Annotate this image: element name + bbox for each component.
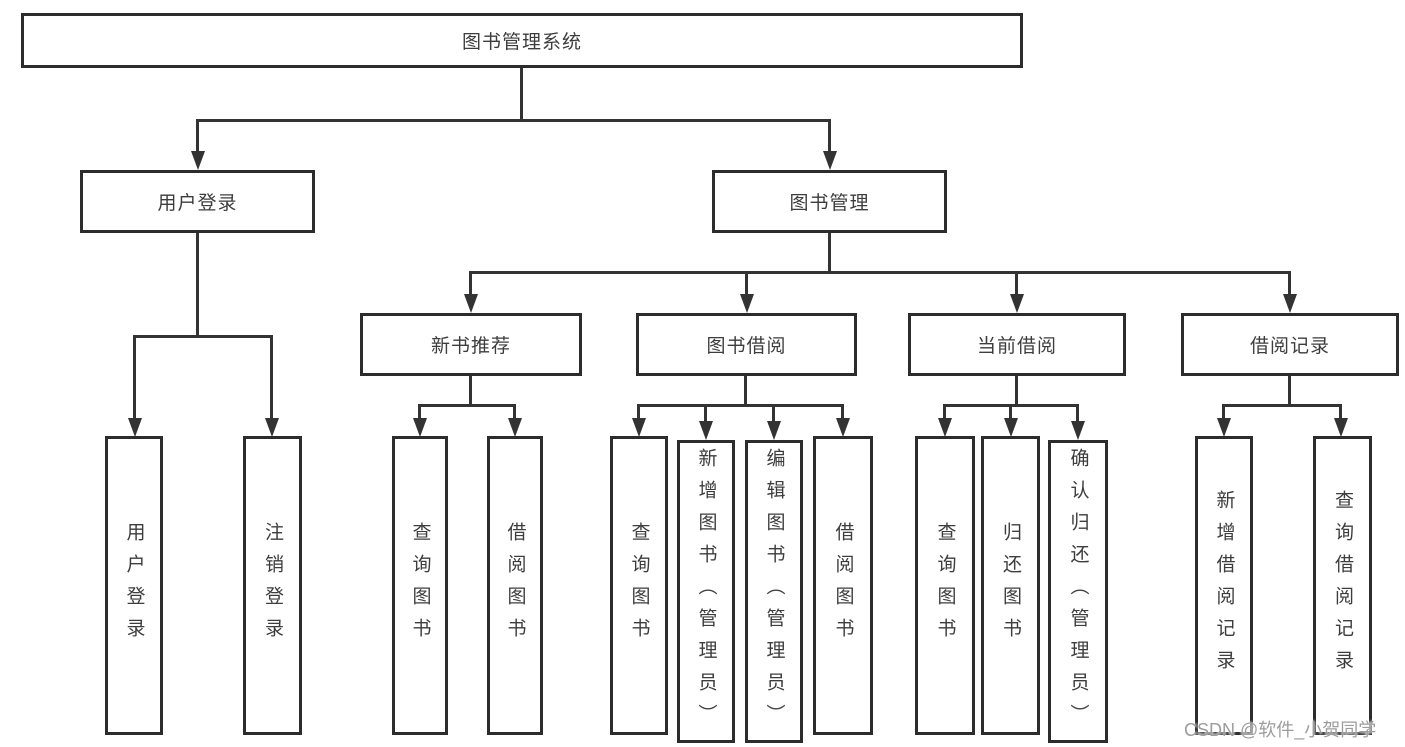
node-label: 用户登录	[123, 521, 145, 650]
node-label: 新增图书（管理员）	[695, 447, 717, 736]
connector-root-bar	[196, 119, 831, 122]
arrowhead-record-icon	[1283, 294, 1297, 313]
node-label: 借阅记录	[1249, 336, 1330, 357]
arrowhead-login-icon	[128, 418, 142, 437]
node-label: 用户登录	[157, 193, 238, 214]
connector-g1-drop2	[513, 404, 516, 418]
node-label: 确认归还（管理员）	[1067, 447, 1089, 736]
arrowhead-g3-leaf3-icon	[1071, 421, 1085, 440]
node-label: 图书管理	[789, 193, 870, 214]
arrowhead-newbook-icon	[464, 294, 478, 313]
connector-borrow-drop	[745, 271, 748, 295]
connector-record-drop	[1288, 271, 1291, 295]
node-label: 归还图书	[1000, 521, 1021, 650]
connector-user-stem	[196, 233, 199, 336]
connector-g1-drop1	[418, 404, 421, 418]
connector-g2-drop3	[772, 404, 775, 421]
leaf-borrow-book-2: 借阅图书	[813, 436, 873, 735]
connector-login-drop	[133, 335, 136, 418]
leaf-logout: 注销登录	[243, 436, 302, 735]
arrowhead-g2-leaf3-icon	[767, 421, 781, 440]
arrowhead-g2-leaf1-icon	[632, 418, 646, 437]
connector-g1-stem	[469, 376, 472, 406]
leaf-borrow-book-1: 借阅图书	[487, 436, 543, 735]
connector-g3-drop3	[1076, 404, 1079, 421]
connector-user-login-drop	[196, 119, 199, 151]
node-label: 新增借阅记录	[1213, 489, 1235, 682]
node-label: 查询图书	[934, 521, 956, 650]
node-label: 当前借阅	[976, 336, 1057, 357]
arrowhead-borrow-icon	[740, 294, 754, 313]
connector-g3-drop2	[1009, 404, 1012, 418]
node-label: 查询图书	[628, 521, 650, 650]
connector-g3-stem	[1015, 376, 1018, 406]
connector-g2-drop1	[637, 404, 640, 418]
leaf-add-borrow-record: 新增借阅记录	[1195, 436, 1253, 735]
node-label: 借阅图书	[832, 521, 854, 650]
leaf-confirm-return-admin: 确认归还（管理员）	[1048, 440, 1108, 743]
node-library-management-system: 图书管理系统	[21, 13, 1023, 68]
connector-g3-drop1	[943, 404, 946, 418]
connector-g4-drop2	[1339, 404, 1342, 418]
node-book-management: 图书管理	[712, 170, 947, 233]
node-label: 注销登录	[262, 521, 283, 650]
node-borrow-record: 借阅记录	[1181, 313, 1399, 376]
arrowhead-g3-leaf2-icon	[1004, 418, 1018, 437]
connector-logout-drop	[270, 335, 273, 418]
arrowhead-g4-leaf2-icon	[1334, 418, 1348, 437]
connector-g2-drop4	[841, 404, 844, 418]
arrowhead-g2-leaf2-icon	[699, 421, 713, 440]
connector-g4-drop1	[1222, 404, 1225, 418]
arrowhead-g4-leaf1-icon	[1217, 418, 1231, 437]
leaf-add-book-admin: 新增图书（管理员）	[677, 440, 735, 743]
connector-bookmgmt-stem	[828, 233, 831, 273]
connector-level3-bar	[469, 271, 1291, 274]
node-label: 新书推荐	[430, 336, 511, 357]
node-label: 查询图书	[409, 521, 431, 650]
connector-g4-bar	[1222, 404, 1342, 407]
arrowhead-current-icon	[1010, 294, 1024, 313]
connector-newbook-drop	[469, 271, 472, 295]
csdn-watermark: CSDN @软件_小贺同学	[1184, 720, 1377, 740]
connector-g4-stem	[1288, 376, 1291, 406]
arrowhead-book-mgmt-icon	[823, 151, 837, 170]
connector-current-drop	[1015, 271, 1018, 295]
leaf-query-borrow-record: 查询借阅记录	[1313, 436, 1372, 735]
leaf-user-login: 用户登录	[105, 436, 163, 735]
connector-g2-drop2	[704, 404, 707, 421]
node-current-borrow: 当前借阅	[908, 313, 1126, 376]
leaf-query-book-1: 查询图书	[392, 436, 448, 735]
arrowhead-g1-leaf2-icon	[508, 418, 522, 437]
node-user-login: 用户登录	[80, 170, 315, 233]
leaf-query-book-3: 查询图书	[915, 436, 975, 735]
arrowhead-logout-icon	[265, 418, 279, 437]
arrowhead-user-login-icon	[191, 151, 205, 170]
node-label: 查询借阅记录	[1332, 489, 1353, 682]
leaf-edit-book-admin: 编辑图书（管理员）	[745, 440, 803, 743]
node-book-borrow: 图书借阅	[636, 313, 857, 376]
connector-book-mgmt-drop	[828, 119, 831, 151]
node-label: 编辑图书（管理员）	[763, 447, 785, 736]
node-label: 图书管理系统	[461, 32, 582, 53]
arrowhead-g1-leaf1-icon	[413, 418, 427, 437]
connector-root-stem	[520, 68, 523, 119]
leaf-query-book-2: 查询图书	[610, 436, 668, 735]
node-new-book-recommend: 新书推荐	[360, 313, 582, 376]
connector-user-bar	[133, 335, 273, 338]
arrowhead-g2-leaf4-icon	[836, 418, 850, 437]
leaf-return-book: 归还图书	[981, 436, 1040, 735]
connector-g2-stem	[744, 376, 747, 406]
arrowhead-g3-leaf1-icon	[938, 418, 952, 437]
connector-g1-bar	[418, 404, 516, 407]
node-label: 图书借阅	[706, 336, 787, 357]
connector-g2-bar	[637, 404, 844, 407]
node-label: 借阅图书	[504, 521, 526, 650]
